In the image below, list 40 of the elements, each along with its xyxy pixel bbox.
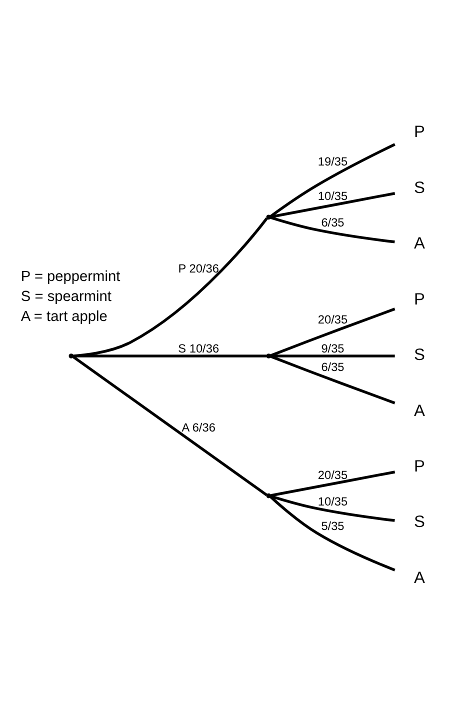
node-text: A — [414, 568, 426, 586]
edge-label: 10/35 — [318, 188, 348, 203]
connector — [270, 216, 395, 243]
edge-label: P 20/36 — [178, 260, 219, 275]
node-text: A — [414, 234, 426, 252]
node-point — [68, 353, 74, 358]
edge-label: A 6/36 — [182, 420, 216, 434]
node-text: S — [414, 178, 426, 196]
connector — [73, 217, 268, 357]
node-point — [266, 353, 272, 358]
node-text: P — [414, 122, 426, 141]
edge-label: 9/35 — [321, 341, 344, 356]
edge-label: 5/35 — [321, 518, 344, 532]
edge-label: 6/35 — [321, 359, 344, 374]
connector — [270, 192, 396, 218]
connector — [73, 354, 267, 357]
node-text: A — [414, 401, 426, 420]
connector — [270, 354, 395, 357]
connector — [270, 494, 395, 522]
connector — [270, 470, 396, 496]
connector — [72, 355, 268, 496]
connector — [270, 307, 396, 356]
node-text: P — [414, 456, 426, 475]
node-point — [266, 214, 272, 220]
edge-label: 20/35 — [318, 467, 348, 482]
connector — [270, 354, 396, 404]
edge-label: 19/35 — [318, 154, 348, 168]
label: P = peppermint — [20, 268, 120, 284]
node-text: S — [414, 512, 426, 531]
label: S = spearmint — [20, 288, 112, 305]
node-point — [266, 492, 272, 498]
node-text: S — [414, 346, 426, 364]
edge-label: 10/35 — [318, 494, 348, 508]
node-text: P — [414, 290, 426, 308]
edge-label: S 10/36 — [178, 341, 220, 356]
connector — [270, 142, 396, 217]
edge-label: 6/35 — [321, 215, 344, 230]
edge-label: 20/35 — [318, 312, 348, 326]
connector — [270, 495, 396, 571]
label: A = tart apple — [20, 308, 108, 325]
